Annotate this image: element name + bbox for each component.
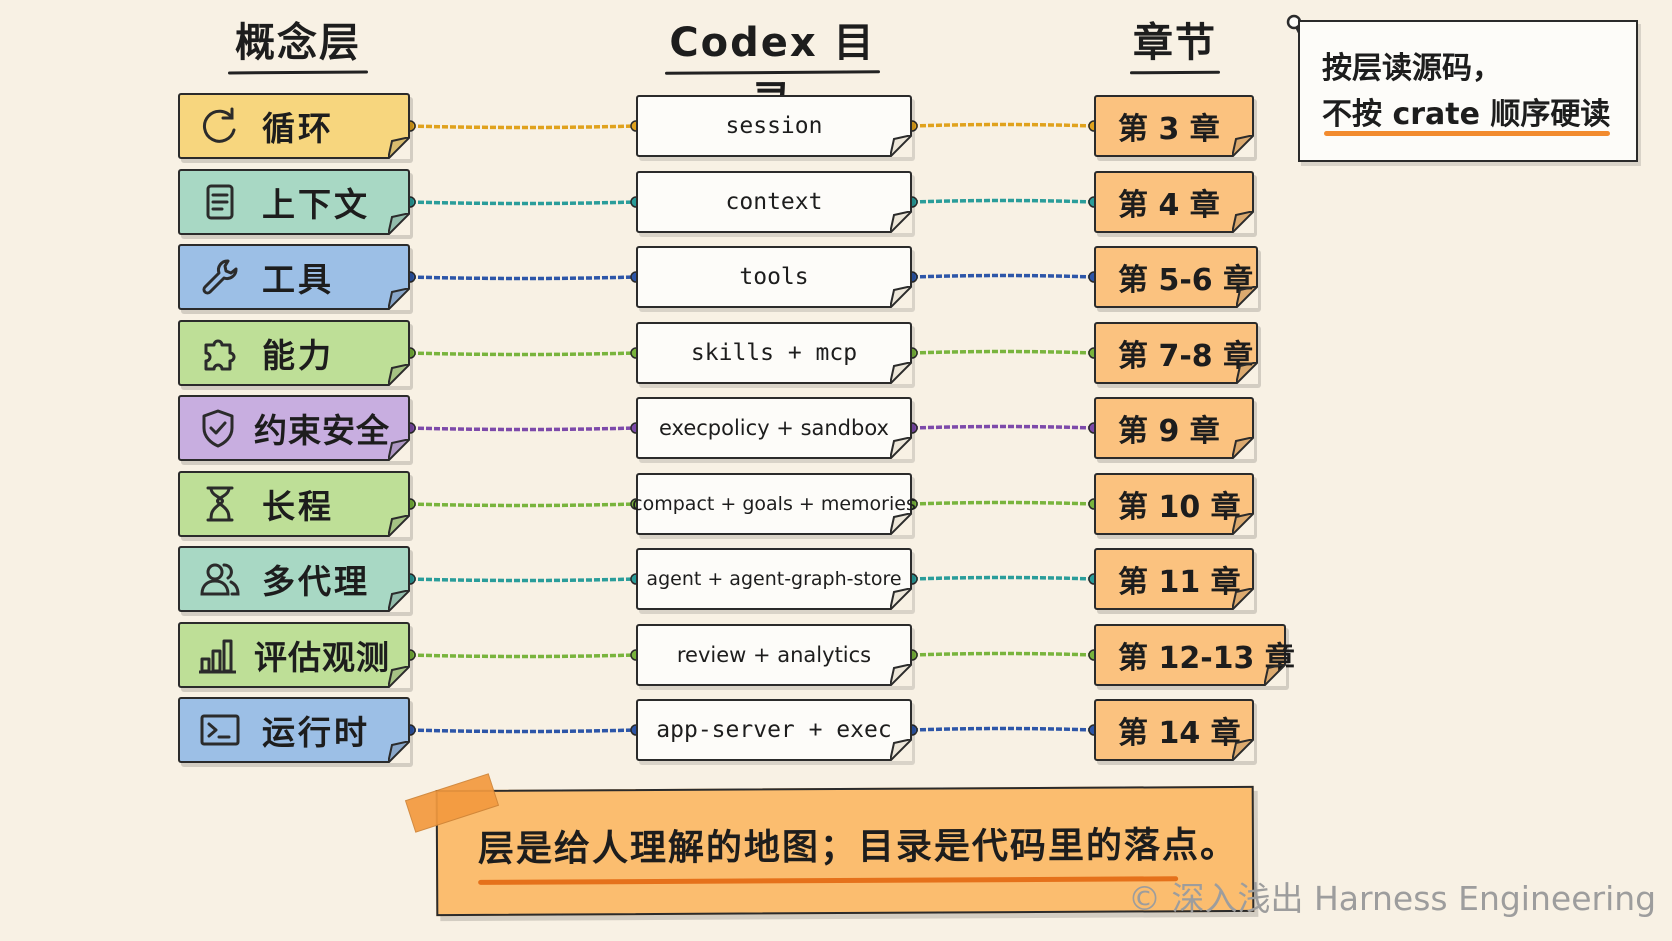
codex-directory-card: execpolicy + sandbox	[636, 397, 912, 459]
concept-card: 能力	[178, 320, 410, 386]
chapter-card: 第 7-8 章	[1094, 322, 1258, 384]
codex-directory-label: agent + agent-graph-store	[646, 568, 902, 590]
concept-card: 上下文	[178, 169, 410, 235]
concept-label: 运行时	[262, 713, 370, 752]
codex-directory-label: compact + goals + memories	[632, 493, 916, 515]
mapping-row: 长程 compact + goals + memories 第 10 章	[0, 471, 1672, 537]
concept-layer-header: 概念层	[227, 14, 369, 75]
codex-directory-header: Codex 目录	[664, 14, 881, 124]
cycle-icon	[196, 102, 244, 150]
mapping-row: 循环 session 第 3 章	[0, 93, 1672, 159]
concept-card: 多代理	[178, 546, 410, 612]
codex-directory-label: execpolicy + sandbox	[659, 416, 889, 440]
concept-label: 上下文	[262, 185, 370, 224]
codex-directory-label: skills + mcp	[690, 340, 858, 366]
chapter-label: 第 12-13 章	[1118, 641, 1295, 676]
summary-text: 层是给人理解的地图；目录是代码里的落点。	[477, 824, 1239, 870]
mapping-row: 运行时 app-server + exec 第 14 章	[0, 697, 1672, 763]
codex-directory-card: compact + goals + memories	[632, 473, 916, 535]
wrench-icon	[196, 253, 244, 301]
concept-card: 工具	[178, 244, 410, 310]
chapter-label: 第 14 章	[1118, 716, 1241, 751]
puzzle-icon	[196, 329, 244, 377]
codex-directory-label: session	[725, 113, 823, 139]
mapping-row: 约束安全 execpolicy + sandbox 第 9 章	[0, 395, 1672, 461]
concept-card: 长程	[178, 471, 410, 537]
codex-directory-card: skills + mcp	[636, 322, 912, 384]
codex-directory-label: app-server + exec	[656, 717, 892, 743]
watermark: © 深入浅出 Harness Engineering	[1128, 879, 1657, 918]
chapter-label: 第 4 章	[1118, 188, 1220, 223]
chapter-card: 第 4 章	[1094, 171, 1254, 233]
shield-icon	[194, 404, 242, 452]
concept-label: 能力	[262, 336, 334, 375]
hourglass-icon	[196, 480, 244, 528]
mapping-row: 上下文 context 第 4 章	[0, 169, 1672, 235]
note-line-1: 按层读源码，	[1322, 51, 1502, 86]
concept-label: 长程	[262, 487, 334, 526]
concept-card: 约束安全	[178, 395, 410, 461]
chapter-label: 第 10 章	[1118, 490, 1241, 525]
codex-directory-card: agent + agent-graph-store	[636, 548, 912, 610]
chapter-card: 第 3 章	[1094, 95, 1254, 157]
mapping-row: 工具 tools 第 5-6 章	[0, 244, 1672, 310]
note-line-2: 不按 crate 顺序硬读	[1322, 92, 1611, 138]
chapter-card: 第 11 章	[1094, 548, 1254, 610]
codex-directory-label: review + analytics	[676, 643, 872, 667]
chapter-label: 第 9 章	[1118, 414, 1220, 449]
chapter-label: 第 5-6 章	[1118, 263, 1254, 298]
mapping-row: 多代理 agent + agent-graph-store 第 11 章	[0, 546, 1672, 612]
codex-directory-card: app-server + exec	[636, 699, 912, 761]
concept-card: 评估观测	[178, 622, 410, 688]
concept-label: 多代理	[262, 562, 370, 601]
concept-card: 循环	[178, 93, 410, 159]
mapping-row: 评估观测 review + analytics 第 12-13 章	[0, 622, 1672, 688]
bar-chart-icon	[194, 631, 242, 679]
scroll-icon	[196, 178, 244, 226]
chapter-card: 第 12-13 章	[1094, 624, 1295, 686]
concept-label: 工具	[262, 260, 334, 299]
codex-directory-card: review + analytics	[636, 624, 912, 686]
chapter-card: 第 5-6 章	[1094, 246, 1258, 308]
concept-label: 循环	[262, 109, 334, 148]
concept-label: 约束安全	[254, 411, 390, 450]
mapping-row: 能力 skills + mcp 第 7-8 章	[0, 320, 1672, 386]
chapter-card: 第 14 章	[1094, 699, 1254, 761]
codex-directory-card: session	[636, 95, 912, 157]
codex-directory-label: context	[725, 189, 823, 215]
chapter-label: 第 3 章	[1118, 112, 1220, 147]
chapter-label: 第 7-8 章	[1118, 339, 1254, 374]
reading-tip-note: 按层读源码， 不按 crate 顺序硬读	[1298, 20, 1638, 162]
chapter-label: 第 11 章	[1118, 565, 1241, 600]
terminal-icon	[196, 706, 244, 754]
codex-directory-label: tools	[739, 264, 809, 290]
chapter-card: 第 9 章	[1094, 397, 1254, 459]
users-icon	[196, 555, 244, 603]
concept-card: 运行时	[178, 697, 410, 763]
concept-label: 评估观测	[254, 638, 390, 677]
chapter-card: 第 10 章	[1094, 473, 1254, 535]
chapter-header: 章节	[1129, 14, 1221, 75]
codex-directory-card: context	[636, 171, 912, 233]
codex-directory-card: tools	[636, 246, 912, 308]
